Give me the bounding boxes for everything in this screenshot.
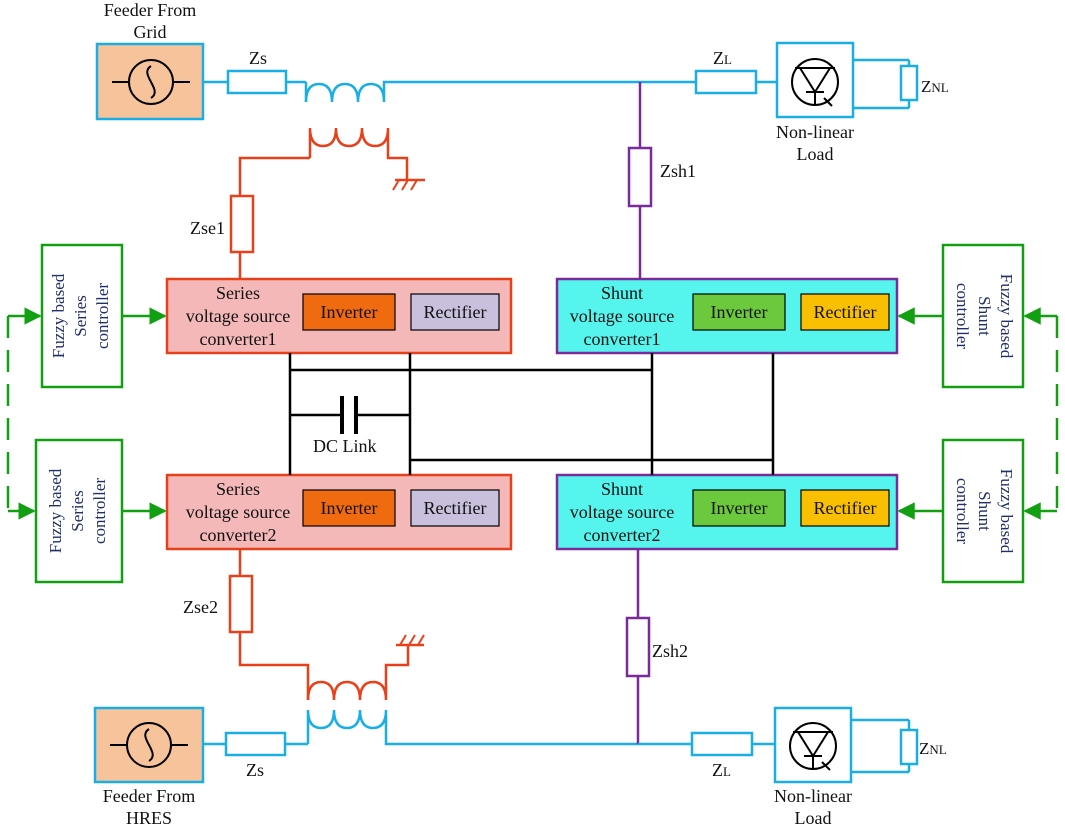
zs-bottom-label: Zs [246, 760, 264, 780]
series-controller-bottom-line1: Fuzzy based [46, 468, 65, 553]
znl-bottom-resistor [899, 728, 919, 766]
ground-bottom-icon [396, 634, 425, 647]
zse1-resistor [229, 194, 255, 254]
grid-source-title-1: Feeder From [104, 0, 196, 20]
load-top-label-2: Load [797, 144, 834, 164]
series-vsc-1-rectifier-label: Rectifier [424, 302, 487, 322]
znl-top-label: ZNL [921, 77, 949, 96]
series-vsc-2-inverter [302, 489, 396, 527]
zsh2-label: Zsh2 [652, 641, 688, 661]
series-controller-bottom: Fuzzy based Series controller [34, 438, 124, 584]
series-vsc-2: Series voltage source converter2 Inverte… [165, 473, 513, 551]
grid-source [95, 42, 205, 121]
hres-source [93, 706, 205, 784]
nonlinear-load-top [775, 41, 919, 119]
zsh1-label: Zsh1 [660, 161, 696, 181]
shunt-vsc-2-inverter-label: Inverter [711, 498, 768, 518]
ac-source-icon [126, 722, 172, 768]
grid-source-title-2: Grid [134, 22, 167, 42]
transformer-bottom-secondary [306, 645, 410, 701]
series-vsc-2-line2: voltage source [186, 502, 290, 522]
series-vsc-2-rectifier-label: Rectifier [424, 498, 487, 518]
load-bottom-label-1: Non-linear [774, 786, 852, 806]
series-vsc-1-inverter-label: Inverter [321, 302, 378, 322]
shunt-vsc-2-line1: Shunt [601, 479, 643, 499]
zsh1-resistor [627, 146, 653, 208]
dc-link-capacitor-icon [340, 396, 358, 434]
series-vsc-1-inverter [302, 293, 396, 331]
series-controller-bottom-line2: Series [68, 490, 87, 532]
series-vsc-2-inverter-label: Inverter [321, 498, 378, 518]
load-top-label-1: Non-linear [776, 122, 854, 142]
shunt-controller-top-line1: Fuzzy based [997, 274, 1016, 359]
series-controller-top-line2: Series [71, 295, 90, 337]
zl-top-resistor [694, 69, 758, 95]
shunt-vsc-2-rectifier [800, 489, 890, 527]
series-vsc-2-rectifier [410, 489, 500, 527]
shunt-controller-top: Fuzzy based Shunt controller [941, 243, 1025, 389]
zl-bottom-resistor [690, 731, 754, 757]
series-controller-top: Fuzzy based Series controller [40, 243, 124, 389]
shunt-vsc-1-inverter [692, 293, 786, 331]
shunt-vsc-1-line1: Shunt [601, 283, 643, 303]
nonlinear-load-bottom [773, 706, 919, 784]
series-vsc-2-line1: Series [216, 479, 260, 499]
shunt-vsc-1-rectifier-label: Rectifier [814, 302, 877, 322]
shunt-vsc-2-line3: converter2 [584, 525, 661, 545]
zs-top-label: Zs [249, 48, 267, 68]
zl-bottom-label: ZL [712, 760, 731, 780]
dc-link-label: DC Link [313, 436, 377, 456]
zl-top-label: ZL [713, 48, 732, 68]
shunt-controller-top-line2: Shunt [975, 296, 994, 336]
hres-source-title-2: HRES [126, 808, 172, 828]
series-vsc-2-line3: converter2 [200, 525, 277, 545]
shunt-controller-bottom-line3: controller [953, 478, 972, 544]
transformer-top-primary [304, 80, 640, 103]
shunt-vsc-1-rectifier [800, 293, 890, 331]
shunt-controller-bottom: Fuzzy based Shunt controller [941, 438, 1025, 584]
series-vsc-1-rectifier [410, 293, 500, 331]
bottom-ac-network: Zse2 Zs Feeder From HRES Zsh2 [93, 549, 947, 828]
zs-bottom-resistor [224, 731, 287, 757]
top-ac-network: Feeder From Grid Zs Zse1 ZL [95, 0, 949, 279]
znl-bottom-label: ZNL [919, 739, 947, 758]
series-controller-bottom-line3: controller [90, 478, 109, 544]
series-vsc-1: Series voltage source converter1 Inverte… [165, 277, 513, 355]
shunt-vsc-1-line3: converter1 [584, 329, 661, 349]
series-controller-top-line3: controller [93, 283, 112, 349]
shunt-controller-top-line3: controller [953, 283, 972, 349]
zs-top-resistor [226, 69, 288, 95]
zse2-label: Zse2 [183, 597, 218, 617]
shunt-vsc-1-inverter-label: Inverter [711, 302, 768, 322]
shunt-vsc-1-line2: voltage source [570, 306, 674, 326]
zse2-resistor [228, 574, 254, 634]
series-vsc-1-line3: converter1 [200, 329, 277, 349]
shunt-vsc-2: Shunt voltage source converter2 Inverter… [555, 473, 899, 551]
shunt-vsc-2-inverter [692, 489, 786, 527]
shunt-controller-bottom-line1: Fuzzy based [997, 469, 1016, 554]
shunt-vsc-2-rectifier-label: Rectifier [814, 498, 877, 518]
hres-source-title-1: Feeder From [103, 786, 195, 806]
ac-source-icon [128, 59, 174, 105]
shunt-vsc-2-line2: voltage source [570, 502, 674, 522]
ground-top-icon [392, 178, 425, 191]
znl-top-resistor [899, 64, 919, 102]
shunt-controller-bottom-line2: Shunt [975, 491, 994, 531]
zsh2-resistor [625, 616, 651, 678]
controller-links [6, 307, 1059, 520]
zse1-label: Zse1 [190, 218, 225, 238]
dc-link-bus [288, 353, 775, 475]
transformer-top-secondary [308, 127, 409, 180]
shunt-vsc-1: Shunt voltage source converter1 Inverter… [555, 277, 899, 355]
series-vsc-1-line2: voltage source [186, 306, 290, 326]
series-vsc-1-line1: Series [216, 283, 260, 303]
series-controller-top-line1: Fuzzy based [49, 273, 68, 358]
load-bottom-label-2: Load [795, 808, 832, 828]
transformer-bottom-primary [306, 709, 638, 746]
